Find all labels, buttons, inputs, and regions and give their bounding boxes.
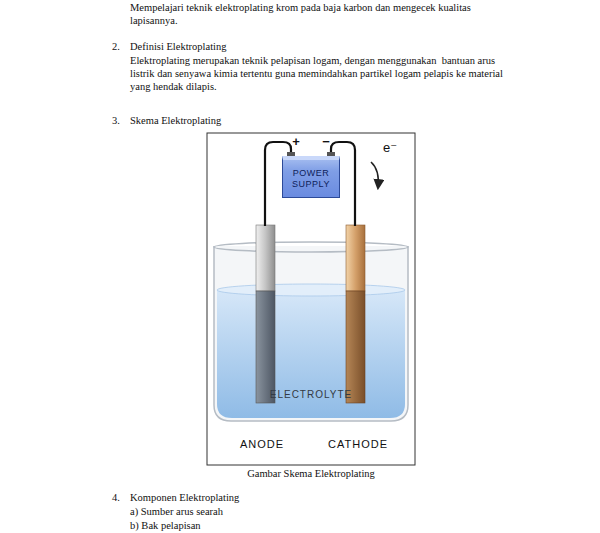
document-text: 4. [112, 491, 120, 504]
document-text: a) Sumber arus searah [130, 505, 223, 518]
document-text: Elektroplating merupakan teknik pelapisa… [130, 54, 508, 93]
electrolyte-region: ELECTROLYTE [265, 384, 358, 406]
liquid-surface [217, 284, 405, 296]
document-text: Skema Elektroplating [130, 114, 221, 127]
figure-caption: Gambar Skema Elektroplating [247, 467, 375, 480]
beaker-rim [214, 242, 408, 252]
symbol-label: e⁻ [383, 140, 397, 156]
device-label: POWER SUPPLY [286, 168, 336, 190]
electrode-label: CATHODE [328, 438, 388, 452]
document-text: Mempelajari teknik elektroplating krom p… [130, 1, 490, 27]
document-text: 3. [112, 114, 120, 127]
symbol-label: + [292, 134, 300, 150]
anode-plate [256, 225, 275, 291]
cathode-plate-immersed [346, 291, 365, 403]
document-text: Definisi Elektroplating [130, 40, 227, 53]
symbol-label: − [322, 134, 330, 150]
beaker [214, 246, 408, 421]
anode-plate-immersed [256, 291, 275, 403]
region-label: ELECTROLYTE [270, 389, 353, 401]
document-text: b) Bak pelapisan [130, 519, 201, 532]
document-text: 2. [112, 40, 120, 53]
electron-flow-arrow [371, 162, 378, 188]
document-text: Komponen Elektroplating [130, 491, 239, 504]
electrode-label: ANODE [240, 438, 284, 452]
cathode-plate [346, 225, 365, 291]
electrolyte-liquid [217, 290, 405, 418]
power-supply-box: POWER SUPPLY [282, 156, 340, 198]
figure-frame [207, 133, 415, 465]
